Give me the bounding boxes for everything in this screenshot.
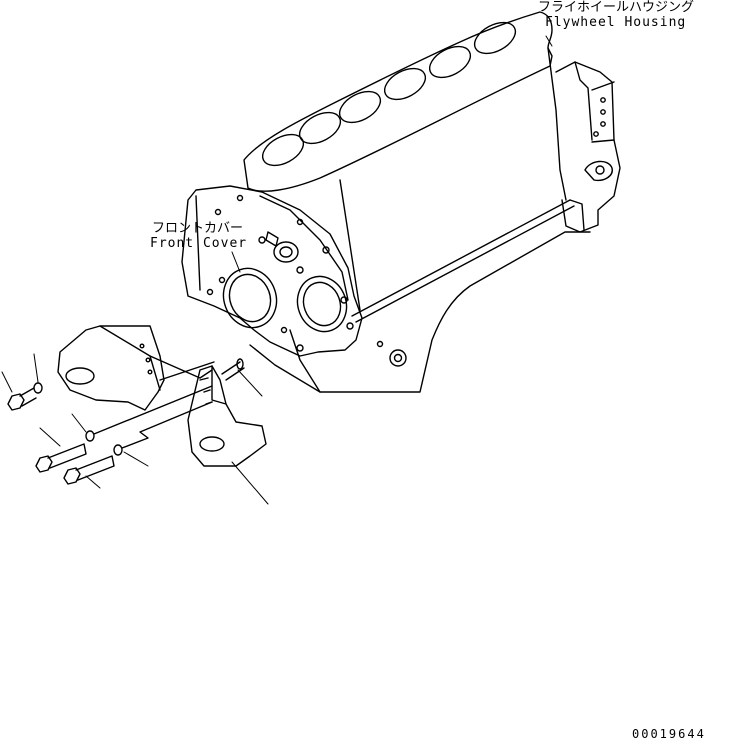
washer — [114, 445, 122, 455]
bolts-and-washers — [8, 383, 212, 484]
washer — [86, 431, 94, 441]
leader-lines — [2, 36, 552, 504]
bracket-right — [160, 359, 266, 466]
long-bolt-1 — [36, 444, 86, 472]
long-bolt-2 — [64, 456, 114, 484]
drawing-number: 00019644 — [632, 727, 706, 741]
washer — [34, 383, 42, 393]
front-cover-label-en: Front Cover — [150, 236, 248, 251]
engine-block — [244, 12, 590, 392]
bracket-left — [58, 326, 212, 410]
flywheel-housing-label-jp: フライホイールハウジング — [538, 0, 695, 15]
short-bolt — [8, 388, 36, 410]
flywheel-housing — [556, 62, 620, 232]
front-cover-label-jp: フロントカバー — [152, 221, 244, 236]
front-cover — [182, 186, 362, 356]
flywheel-housing-label-en: Flywheel Housing — [545, 15, 687, 30]
